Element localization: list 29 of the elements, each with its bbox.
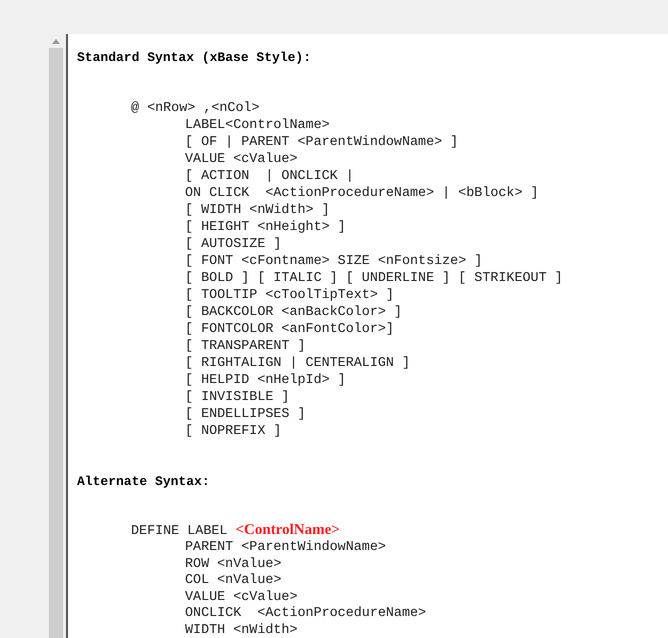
syntax-line: [ FONT <cFontname> SIZE <nFontsize> ] <box>185 253 482 270</box>
syntax-line: ROW <nValue> <box>185 556 282 572</box>
syntax-line: ONCLICK <ActionProcedureName> <box>185 605 426 622</box>
syntax-line: [ TRANSPARENT ] <box>185 338 306 355</box>
syntax-line: [ BACKCOLOR <anBackColor> ] <box>185 304 402 321</box>
syntax-line: [ BOLD ] [ ITALIC ] [ UNDERLINE ] [ STRIKEOUT ] <box>185 270 563 287</box>
syntax-line: ON CLICK <ActionProcedureName> | <bBlock> ] <box>185 185 539 202</box>
syntax-line: PARENT <ParentWindowName> <box>185 539 386 556</box>
syntax-line: [ ACTION | ONCLICK | <box>185 168 354 185</box>
syntax-line: [ RIGHTALIGN | CENTERALIGN ] <box>185 355 410 372</box>
syntax-line: [ TOOLTIP <cToolTipText> ] <box>185 287 394 304</box>
syntax-line: [ ENDELLIPSES ] <box>185 406 306 423</box>
syntax-line: [ FONTCOLOR <anFontColor>] <box>185 321 394 338</box>
syntax-line: [ HEIGHT <nHeight> ] <box>185 219 346 236</box>
syntax-line: VALUE <cValue> <box>185 588 298 606</box>
syntax-line: [ INVISIBLE ] <box>185 389 290 406</box>
section-heading: Alternate Syntax: <box>77 473 210 490</box>
section-heading: Standard Syntax (xBase Style): <box>77 49 312 66</box>
syntax-line: @ <nRow> ,<nCol> <box>131 100 260 117</box>
syntax-line: LABEL<ControlName> <box>185 117 330 134</box>
syntax-line: [ NOPREFIX ] <box>185 423 282 440</box>
syntax-line: [ OF | PARENT <ParentWindowName> ] <box>185 134 458 151</box>
syntax-line: DEFINE LABEL <ControlName> <box>131 522 340 540</box>
syntax-line: [ HELPID <nHelpId> ] <box>185 372 346 389</box>
syntax-line: VALUE <cValue> <box>185 151 298 168</box>
syntax-line: COL <nValue> <box>185 572 282 589</box>
syntax-line: WIDTH <nWidth> <box>185 622 298 638</box>
syntax-line: [ WIDTH <nWidth> ] <box>185 202 330 219</box>
syntax-line: [ AUTOSIZE ] <box>185 236 282 253</box>
